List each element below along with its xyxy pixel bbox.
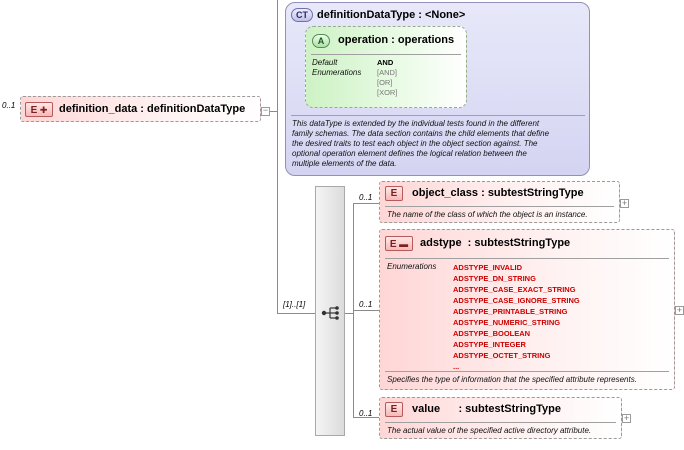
element-separator [385, 258, 669, 259]
complex-type-badge: CT [291, 8, 313, 22]
element-badge: E [385, 186, 403, 201]
element-documentation: The actual value of the specified active… [387, 426, 592, 435]
complex-type-separator [291, 115, 585, 116]
collapse-icon[interactable]: − [261, 105, 270, 116]
attribute-separator [311, 54, 461, 55]
simple-content-icon: ▬ [396, 239, 409, 249]
root-occurrence: 0..1 [2, 101, 16, 110]
enumerations-label: Enumerations [312, 68, 362, 77]
complex-type-box[interactable]: CT definitionDataType : <None> A operati… [285, 2, 590, 176]
attribute-title: operation : operations [338, 34, 455, 46]
child-occurrence: 0..1 [359, 300, 373, 309]
element-title: value : subtestStringType [412, 403, 561, 415]
element-separator [385, 371, 669, 372]
attribute-box[interactable]: A operation : operations Default Enumera… [305, 26, 467, 108]
default-label: Default [312, 58, 338, 67]
enumeration-ellipsis: ... [453, 362, 460, 371]
sequence-compositor[interactable] [315, 186, 345, 436]
sequence-connector-line [277, 313, 315, 314]
element-title: object_class : subtestStringType [412, 187, 584, 199]
element-documentation: Specifies the type of information that t… [387, 375, 637, 384]
enumeration-value: ADSTYPE_INVALID [453, 263, 523, 272]
enumeration-value: ADSTYPE_OCTET_STRING [453, 351, 551, 360]
enumeration-value: ADSTYPE_CASE_EXACT_STRING [453, 285, 576, 294]
enumeration-value: ADSTYPE_DN_STRING [453, 274, 536, 283]
expand-icon[interactable]: + [620, 198, 629, 208]
element-badge: E ▬ [385, 236, 413, 251]
element-badge: E [385, 402, 403, 417]
element-documentation: The name of the class of which the objec… [387, 210, 588, 219]
expand-icon[interactable]: + [622, 413, 631, 423]
sequence-icon [321, 306, 339, 320]
object-class-element-box[interactable]: E object_class : subtestStringType The n… [379, 181, 620, 223]
enumeration-value: ADSTYPE_BOOLEAN [453, 329, 531, 338]
children-content-icon: ✚ [37, 105, 48, 115]
enumeration-list: ADSTYPE_INVALID ADSTYPE_DN_STRING ADSTYP… [453, 262, 580, 372]
complex-type-documentation: This dataType is extended by the individ… [292, 119, 550, 168]
element-separator [385, 206, 614, 207]
element-separator [385, 422, 616, 423]
enumeration-value: [OR] [377, 78, 393, 87]
attribute-badge: A [312, 34, 330, 48]
child-3-connector-line [353, 417, 379, 418]
enumeration-value: ADSTYPE_INTEGER [453, 340, 526, 349]
value-element-box[interactable]: E value : subtestStringType The actual v… [379, 397, 622, 439]
root-element-box[interactable]: E ✚ definition_data : definitionDataType [20, 96, 261, 122]
trunk-line [277, 0, 278, 313]
child-occurrence: 0..1 [359, 193, 373, 202]
complex-type-title: definitionDataType : <None> [317, 9, 466, 21]
enumeration-value: ADSTYPE_NUMERIC_STRING [453, 318, 561, 327]
expand-icon[interactable]: + [675, 305, 684, 315]
default-value: AND [377, 58, 394, 67]
element-badge: E ✚ [25, 102, 53, 117]
enumeration-value: ADSTYPE_PRINTABLE_STRING [453, 307, 568, 316]
root-element-title: definition_data : definitionDataType [59, 103, 246, 115]
child-1-connector-line [353, 203, 379, 204]
sequence-out-line [345, 313, 353, 314]
enumeration-value: ADSTYPE_CASE_IGNORE_STRING [453, 296, 580, 305]
child-occurrence: 0..1 [359, 409, 373, 418]
child-2-connector-line [353, 310, 379, 311]
sequence-occurrence: [1]..[1] [283, 300, 306, 309]
element-title: adstype : subtestStringType [420, 237, 571, 249]
enumeration-value: [AND] [377, 68, 398, 77]
enumeration-value: [XOR] [377, 88, 398, 97]
adstype-element-box[interactable]: E ▬ adstype : subtestStringType Enumerat… [379, 229, 675, 390]
enumerations-label: Enumerations [387, 262, 437, 271]
